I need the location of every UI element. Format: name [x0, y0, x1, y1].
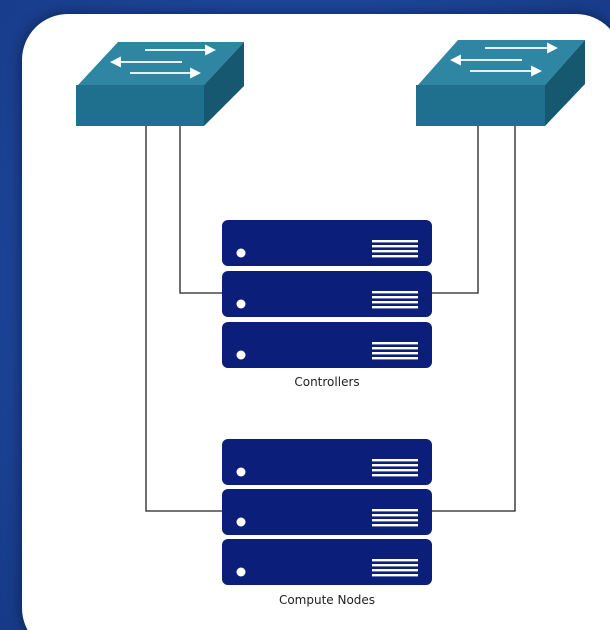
- server-compute-2: [222, 489, 432, 535]
- server-compute-3: [222, 539, 432, 585]
- server-controller-3: [222, 322, 432, 368]
- server-controller-1: [222, 220, 432, 266]
- network-switch-icon: [76, 42, 244, 126]
- server-icon: [222, 489, 432, 535]
- connection-wires: [145, 126, 516, 512]
- controllers-group: Controllers: [222, 220, 432, 389]
- server-icon: [222, 539, 432, 585]
- network-switch-icon: [416, 40, 585, 126]
- switch-right: [416, 40, 585, 126]
- server-icon: [222, 322, 432, 368]
- server-icon: [222, 439, 432, 485]
- compute-nodes-group: Compute Nodes: [222, 439, 432, 607]
- controllers-label: Controllers: [294, 375, 359, 389]
- server-controller-2: [222, 271, 432, 317]
- switch-left: [76, 42, 244, 126]
- server-icon: [222, 271, 432, 317]
- wire-left-switch-to-controller: [179, 126, 222, 294]
- wire-left-switch-to-compute: [145, 126, 222, 512]
- server-icon: [222, 220, 432, 266]
- wire-right-switch-to-compute: [432, 126, 516, 512]
- wire-right-switch-to-controller: [432, 126, 479, 294]
- server-compute-1: [222, 439, 432, 485]
- compute-nodes-label: Compute Nodes: [279, 593, 375, 607]
